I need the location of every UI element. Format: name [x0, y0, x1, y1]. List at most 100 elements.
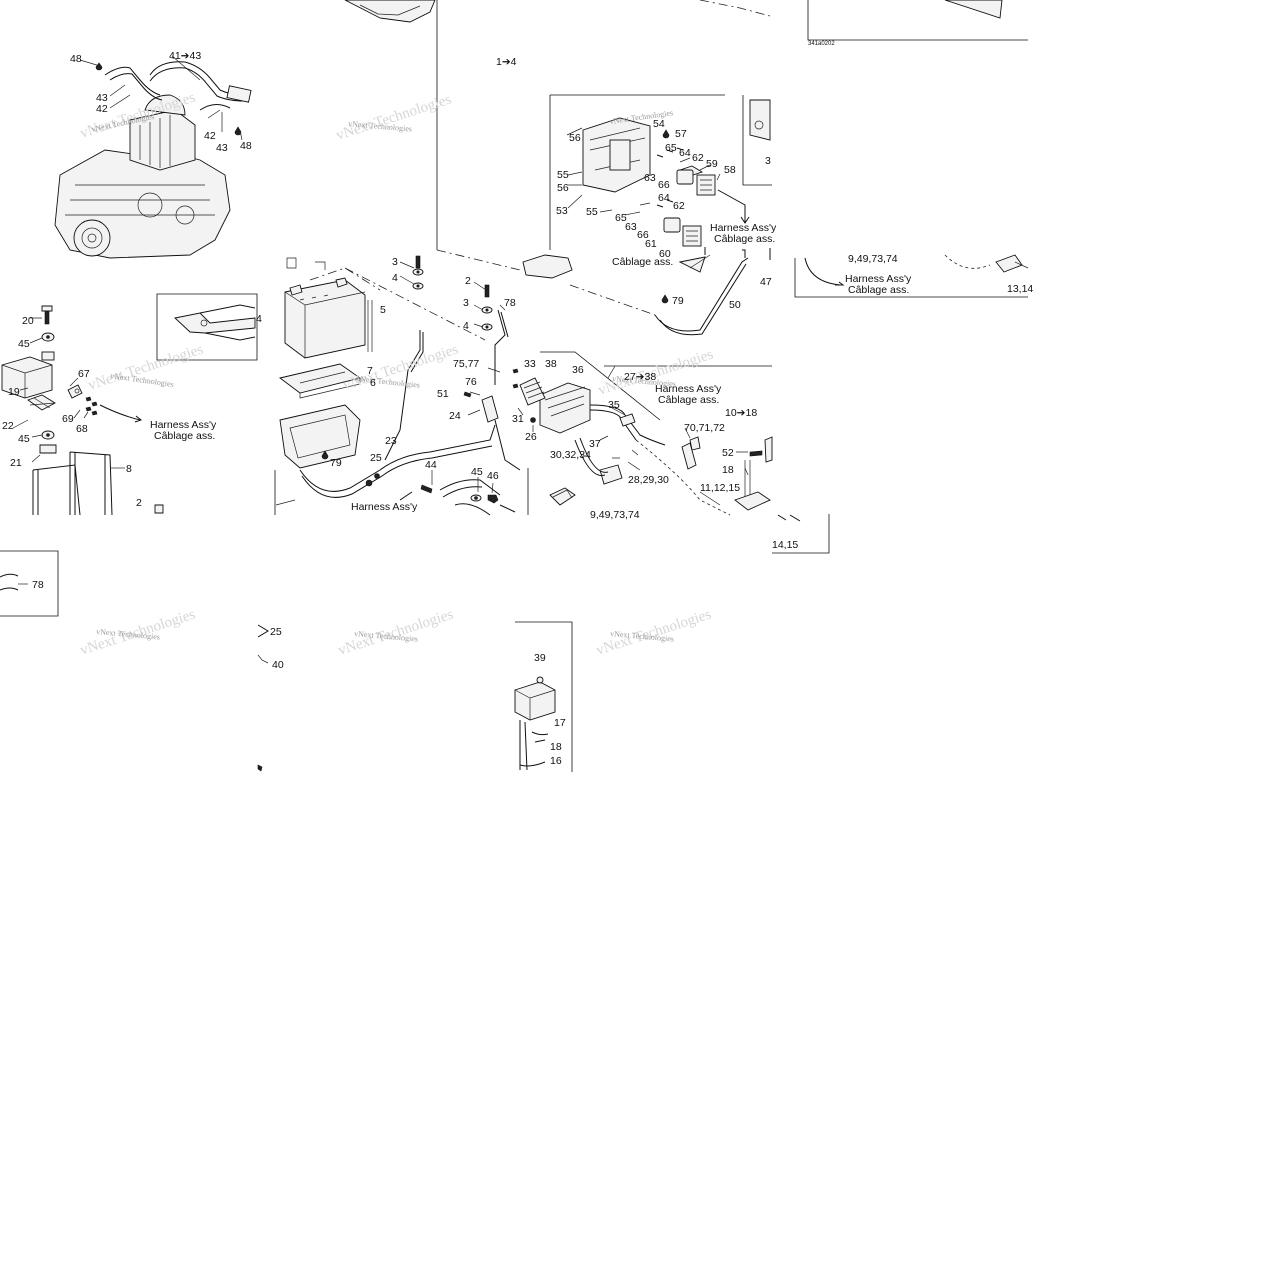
callout: 11,12,15: [700, 482, 740, 494]
callout: 63: [644, 172, 656, 184]
callout: 8: [126, 463, 132, 475]
callout: 31: [512, 413, 524, 425]
callout: 75,77: [453, 358, 479, 370]
callout: 48: [70, 53, 82, 65]
hardware-stacks: [344, 255, 509, 385]
callout: 1➔4: [496, 56, 517, 68]
callout: 55: [586, 206, 598, 218]
callout: 62: [692, 152, 704, 164]
callout: 35: [608, 399, 620, 411]
callout: 3: [765, 155, 771, 167]
harness-labels: Harness Ass'y Câblage ass. Câblage ass. …: [150, 41, 912, 513]
lower-center-parts: [420, 470, 516, 516]
callout: 65: [615, 212, 627, 224]
callout: 4: [256, 313, 262, 325]
callout: 63: [625, 221, 637, 233]
callout: 23: [385, 435, 397, 447]
bottom-left-part: [0, 573, 28, 591]
callout: 28,29,30: [628, 474, 669, 486]
callout: 42: [96, 103, 108, 115]
part-callouts: 48 41➔43 43 42 42 43 48 1➔4 56 54 57 65 …: [2, 50, 1033, 767]
callout: 4: [463, 320, 469, 332]
tile-frames: [0, 0, 1028, 772]
harness-label-fr: Câblage ass.: [612, 256, 673, 268]
callout: 64: [658, 192, 670, 204]
callout: 64: [679, 147, 691, 159]
callout: 2: [465, 275, 471, 287]
callout: 66: [637, 229, 649, 241]
harness-label-en: Harness Ass'y: [710, 222, 777, 234]
callout: 13,14: [1007, 283, 1033, 295]
engine-illustration: [54, 55, 252, 259]
callout: 44: [425, 459, 437, 471]
callout: 25: [270, 626, 282, 638]
callout: 16: [550, 755, 562, 767]
callout: 30,32,34: [550, 449, 591, 461]
callout: 67: [78, 368, 90, 380]
callout: 25: [370, 452, 382, 464]
callout: 54: [653, 118, 665, 130]
callout: 3: [392, 256, 398, 268]
relay-block-illustration: [463, 365, 801, 522]
callout: 27➔38: [624, 371, 656, 383]
figure-code: 341a0202: [808, 41, 835, 47]
battery-illustration: [275, 257, 496, 506]
callout: 56: [557, 182, 569, 194]
callout: 70,71,72: [684, 422, 725, 434]
svg-text:vNext Technologies: vNext Technologies: [86, 341, 205, 393]
callout: 48: [240, 140, 252, 152]
callout: 79: [330, 457, 342, 469]
harness-label-en: Harness Ass'y: [845, 273, 912, 285]
callout: 20: [22, 315, 34, 327]
callout: 79: [672, 295, 684, 307]
callout: 5: [380, 304, 386, 316]
callout: 68: [76, 423, 88, 435]
callout: 7: [367, 365, 373, 377]
callout: 21: [10, 457, 22, 469]
callout: 2: [136, 497, 142, 509]
callout: 45: [18, 433, 30, 445]
callout: 78: [32, 579, 44, 591]
callout: 24: [449, 410, 461, 422]
callout: 66: [658, 179, 670, 191]
callout: 40: [272, 659, 284, 671]
control-module-illustration: [436, 99, 771, 336]
callout: 78: [504, 297, 516, 309]
harness-arrows: [399, 205, 845, 501]
callout: 76: [465, 376, 477, 388]
callout: 43: [96, 92, 108, 104]
callout: 36: [572, 364, 584, 376]
callout: 17: [554, 717, 566, 729]
harness-label-en: Harness Ass'y: [351, 501, 418, 513]
callout: 50: [729, 299, 741, 311]
callout: 69: [62, 413, 74, 425]
callout: 59: [706, 158, 718, 170]
harness-label-fr: Câblage ass.: [848, 284, 909, 296]
drop-glyphs: [321, 129, 670, 460]
callout: 47: [760, 276, 772, 288]
callout: 45: [471, 466, 483, 478]
callout: 39: [534, 652, 546, 664]
remote-harness-tile: [804, 254, 1029, 286]
callout: 43: [216, 142, 228, 154]
callout: 61: [645, 238, 657, 250]
callout: 46: [487, 470, 499, 482]
callout: 42: [204, 130, 216, 142]
top-partial-parts: [344, 0, 1003, 23]
harness-label-en: Harness Ass'y: [655, 383, 722, 395]
callout: 52: [722, 447, 734, 459]
svg-text:vNext Technologies: vNext Technologies: [334, 91, 453, 143]
harness-label-en: Harness Ass'y: [150, 419, 217, 431]
harness-label-fr: Câblage ass.: [714, 233, 775, 245]
callout: 9,49,73,74: [590, 509, 640, 521]
callout: 10➔18: [725, 407, 757, 419]
bottom-fragments: [257, 624, 556, 772]
callout: 26: [525, 431, 537, 443]
ignition-coil-illustration: [1, 305, 164, 516]
callout: 9,49,73,74: [848, 253, 898, 265]
callout: 41➔43: [169, 50, 201, 62]
callout: 18: [722, 464, 734, 476]
callout: 6: [370, 377, 376, 389]
callout: 58: [724, 164, 736, 176]
